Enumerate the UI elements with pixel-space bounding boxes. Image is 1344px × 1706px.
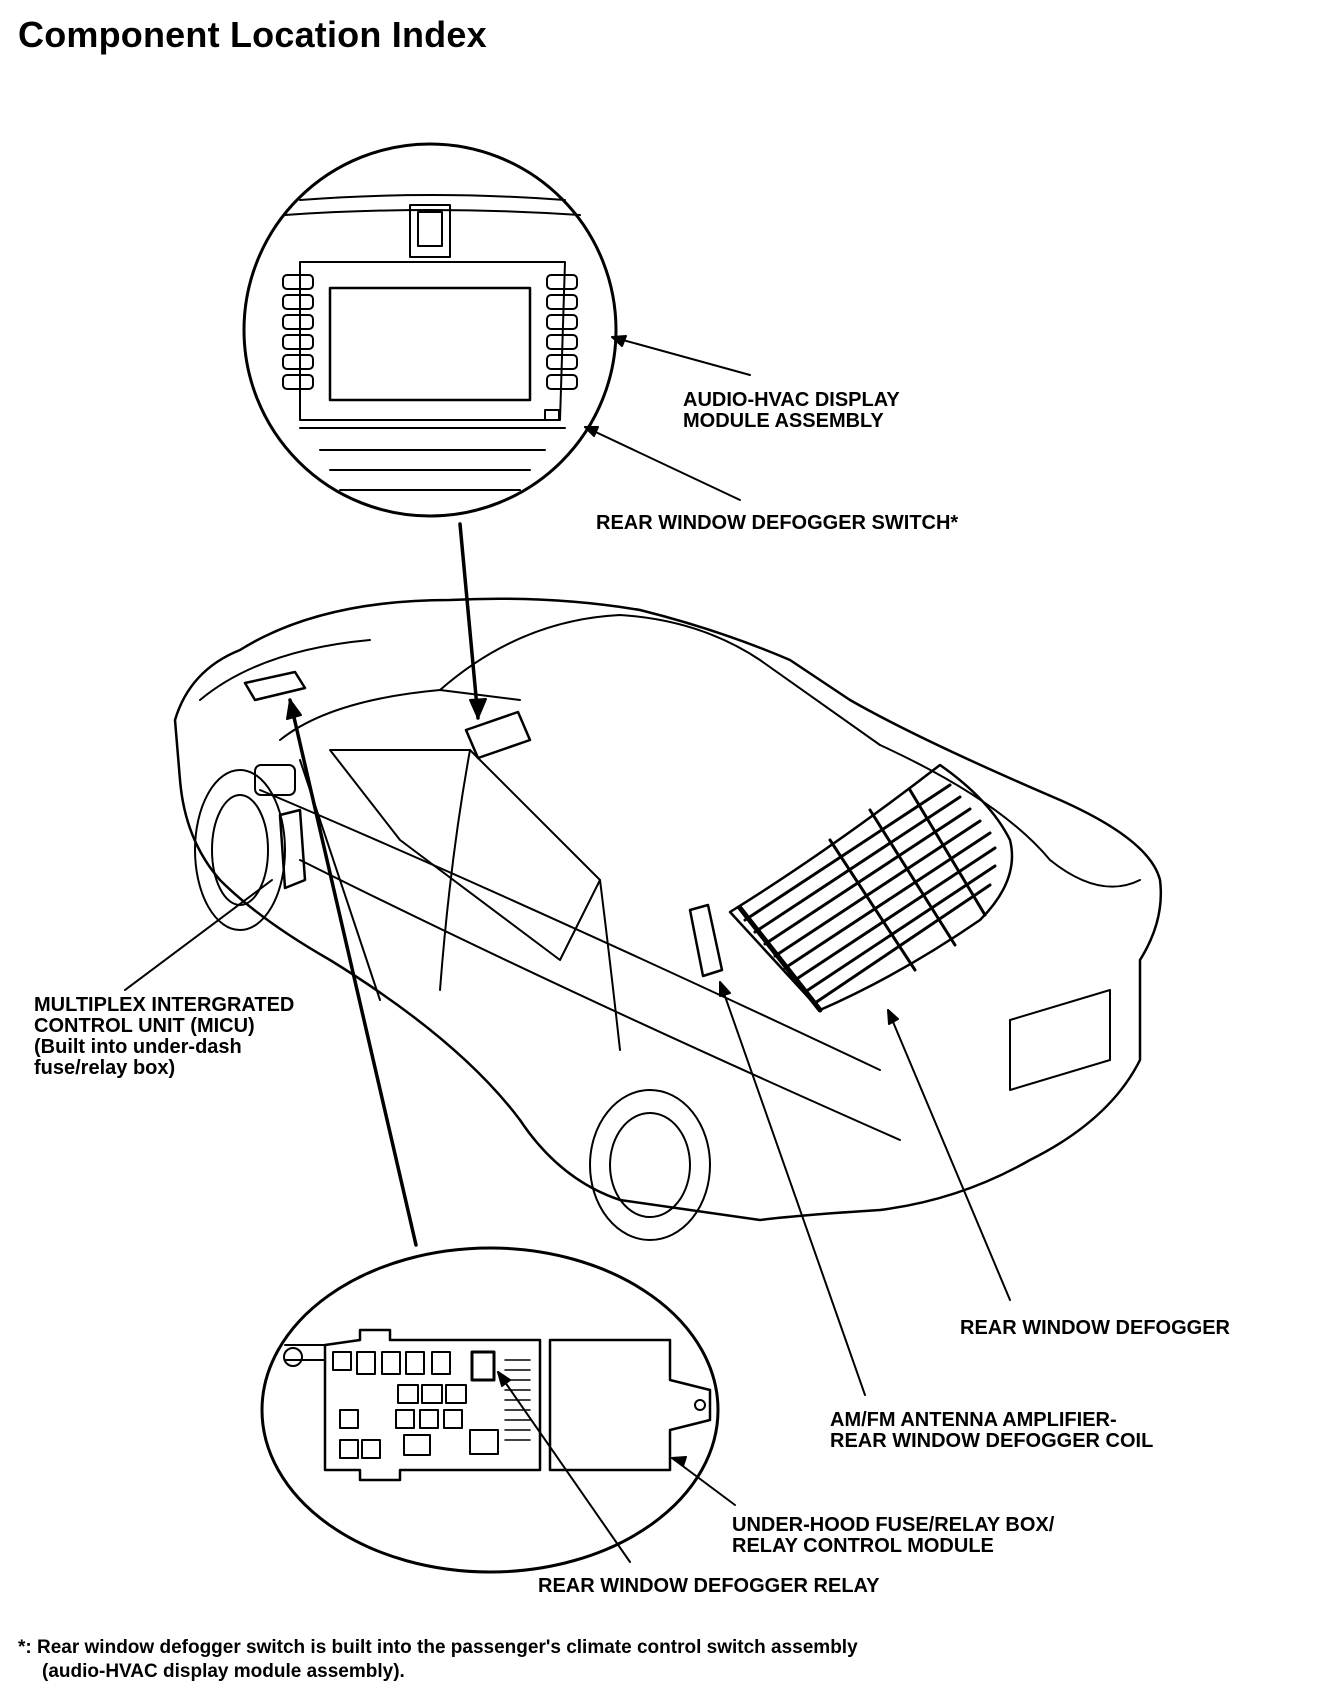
right-button-stack	[546, 274, 578, 390]
label-rear-window-defogger: REAR WINDOW DEFOGGER	[960, 1317, 1230, 1339]
fuse-box-inset	[260, 1246, 720, 1574]
label-defogger-relay: REAR WINDOW DEFOGGER RELAY	[538, 1575, 880, 1597]
label-micu: MULTIPLEX INTERGRATED CONTROL UNIT (MICU…	[34, 994, 295, 1079]
defogger-switch-icon	[544, 409, 560, 421]
label-audio-hvac: AUDIO-HVAC DISPLAY MODULE ASSEMBLY	[683, 389, 900, 432]
car-illustration	[173, 597, 1163, 1241]
defogger-relay-icon	[470, 1350, 496, 1382]
left-button-stack	[282, 274, 314, 390]
label-underhood-box: UNDER-HOOD FUSE/RELAY BOX/ RELAY CONTROL…	[732, 1514, 1055, 1557]
leader-lines	[124, 335, 1011, 1563]
footnote: *: Rear window defogger switch is built …	[18, 1637, 858, 1682]
label-antenna-amplifier: AM/FM ANTENNA AMPLIFIER- REAR WINDOW DEF…	[830, 1409, 1154, 1452]
label-defogger-switch: REAR WINDOW DEFOGGER SWITCH*	[596, 512, 959, 534]
page-title: Component Location Index	[18, 14, 487, 55]
rear-window-defogger-grid	[728, 763, 1014, 1013]
dashboard-inset	[242, 142, 618, 518]
